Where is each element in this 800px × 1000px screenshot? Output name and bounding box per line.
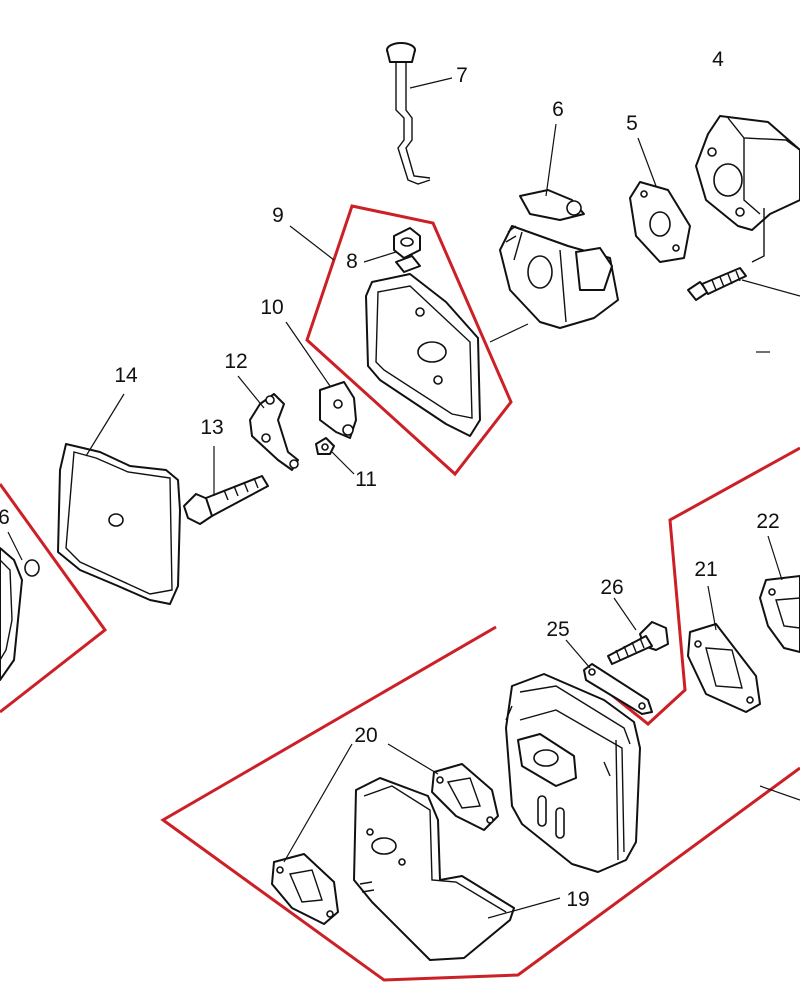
intake-gasket-part — [629, 181, 691, 263]
leader-20b — [283, 743, 353, 863]
callout-13: 13 — [200, 416, 223, 439]
leader-21 — [707, 585, 717, 631]
carburetor-part — [499, 189, 619, 329]
leader-19 — [487, 897, 561, 919]
muffler-gasket-part-b — [271, 853, 339, 925]
choke-plate-part — [319, 381, 357, 439]
heat-shield-part — [353, 777, 515, 961]
washer-part — [315, 437, 335, 455]
group-outline-left-cover — [0, 483, 108, 714]
leader-7 — [409, 77, 453, 89]
group-outline-air-filter — [305, 204, 513, 477]
group-outline-muffler — [160, 625, 800, 982]
air-filter-element-part — [57, 443, 181, 605]
leader-22 — [767, 535, 783, 581]
callout-6: 6 — [552, 98, 564, 121]
leader-5 — [637, 137, 657, 187]
intake-manifold-part — [695, 115, 800, 263]
screw-part — [607, 621, 669, 665]
callout-5: 5 — [626, 112, 638, 135]
callout-19: 19 — [566, 888, 589, 911]
bracket-part — [249, 393, 299, 471]
leader-carb-link — [489, 323, 529, 343]
callout-21: 21 — [694, 558, 717, 581]
leader-bolt — [741, 279, 800, 297]
muffler-part — [505, 673, 641, 873]
callout-22: 22 — [756, 510, 779, 533]
callout-8: 8 — [346, 250, 358, 273]
callout-4: 4 — [712, 48, 724, 71]
leader-8 — [363, 251, 397, 263]
callout-11: 11 — [355, 468, 377, 491]
left-cover-part — [0, 547, 40, 681]
leader-6b — [7, 531, 23, 561]
callout-9: 9 — [272, 204, 284, 227]
callout-20: 20 — [354, 724, 377, 747]
callout-25: 25 — [546, 618, 569, 641]
leader-14 — [85, 393, 125, 457]
long-bolt-part — [183, 475, 269, 525]
spring-nut-part — [393, 227, 421, 259]
leader-26 — [613, 597, 637, 631]
plate-strip-part — [583, 663, 653, 715]
callout-26: 26 — [600, 576, 623, 599]
callout-12: 12 — [224, 350, 247, 373]
exhaust-gasket-part-a — [687, 623, 761, 713]
callout-14: 14 — [114, 364, 138, 387]
air-filter-housing-part — [365, 255, 481, 437]
bolt-part — [687, 267, 747, 301]
leader-6 — [545, 123, 557, 197]
leader-12 — [237, 375, 265, 409]
callout-7: 7 — [456, 64, 468, 87]
leader-20a — [387, 743, 439, 775]
choke-rod-part — [386, 42, 431, 185]
leader-9 — [289, 225, 335, 261]
leader-25 — [565, 639, 591, 669]
leader-11 — [331, 451, 355, 475]
leader-10 — [285, 321, 331, 387]
exhaust-gasket-part-b — [759, 575, 800, 653]
callout-10: 10 — [260, 296, 283, 319]
group-outline-exhaust-gaskets — [587, 446, 800, 726]
leader-muffler — [759, 785, 800, 801]
muffler-gasket-part-a — [431, 763, 499, 831]
callout-6-left: 6 — [0, 506, 10, 529]
